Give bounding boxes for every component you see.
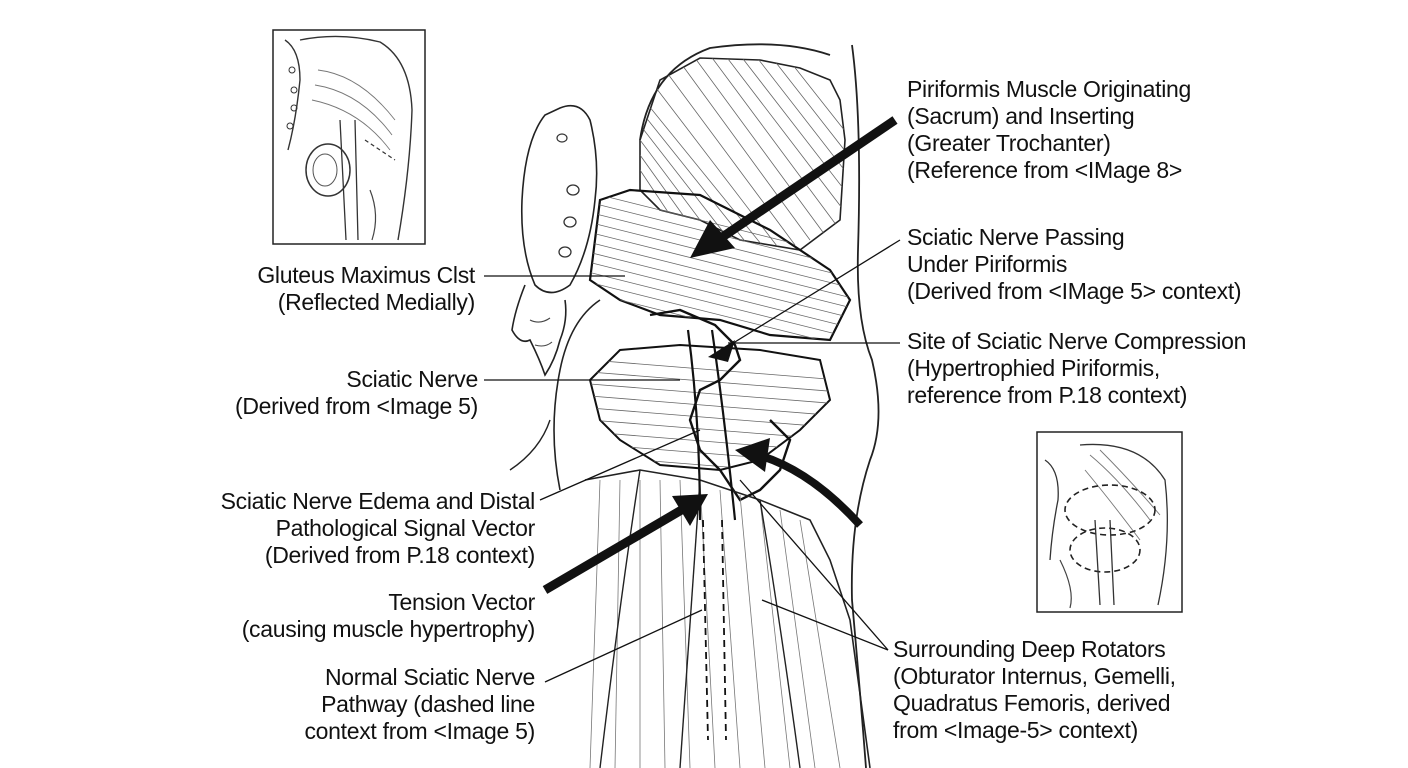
tension-vector-label: Tension Vector (causing muscle hypertrop… [241,589,536,642]
sciatic-nerve-label: Sciatic Nerve (Derived from <Image 5) [235,366,478,419]
compression-site-label: Site of Sciatic Nerve Compression (Hyper… [907,328,1247,408]
sciatic-passing-label: Sciatic Nerve Passing Under Piriformis (… [907,224,1242,304]
main-anatomy-drawing [509,43,898,768]
edema-label: Sciatic Nerve Edema and Distal Pathologi… [220,488,536,568]
hip-overview-inset-icon [272,29,426,245]
normal-pathway-label: Normal Sciatic Nerve Pathway (dashed lin… [304,664,535,744]
leader-lines [484,239,901,683]
deep-rotators-label: Surrounding Deep Rotators (Obturator Int… [893,636,1176,743]
gluteus-label: Gluteus Maximus Clst (Reflected Medially… [257,262,475,315]
piriformis-label: Piriformis Muscle Originating (Sacrum) a… [907,76,1191,183]
compression-inset-icon [1036,431,1183,613]
